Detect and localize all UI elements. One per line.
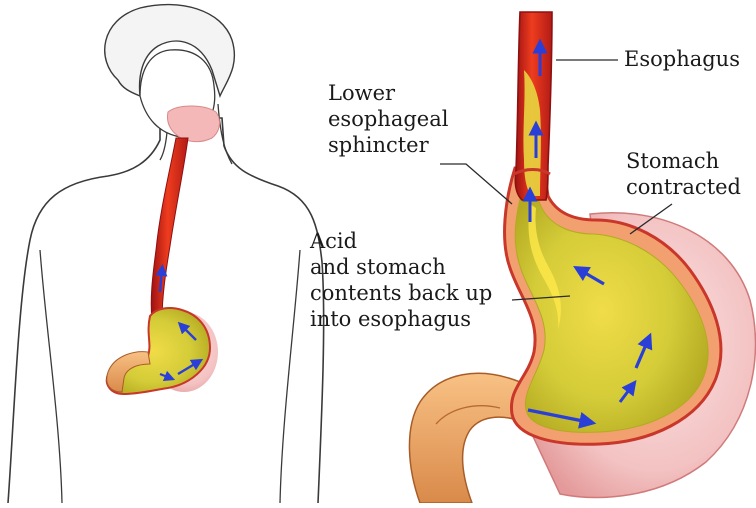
acid-label-line-4: into esophagus — [310, 306, 492, 332]
acid-label-line-3: contents back up — [310, 280, 492, 306]
les-label: Lower esophageal sphincter — [328, 80, 448, 158]
les-label-line-1: Lower — [328, 80, 448, 106]
les-leader-line — [440, 164, 512, 204]
stomach-contracted-label-line-1: Stomach — [626, 148, 741, 174]
les-label-line-2: esophageal — [328, 106, 448, 132]
acid-label: Acid and stomach contents back up into e… — [310, 228, 492, 332]
human-figure — [8, 5, 324, 503]
esophagus-label: Esophagus — [624, 46, 740, 72]
acid-label-line-2: and stomach — [310, 254, 492, 280]
acid-label-line-1: Acid — [310, 228, 492, 254]
les-label-line-3: sphincter — [328, 132, 448, 158]
stomach-contracted-label: Stomach contracted — [626, 148, 741, 200]
esophagus-label-text: Esophagus — [624, 46, 740, 72]
duodenum — [409, 373, 528, 503]
stomach-contracted-label-line-2: contracted — [626, 174, 741, 200]
